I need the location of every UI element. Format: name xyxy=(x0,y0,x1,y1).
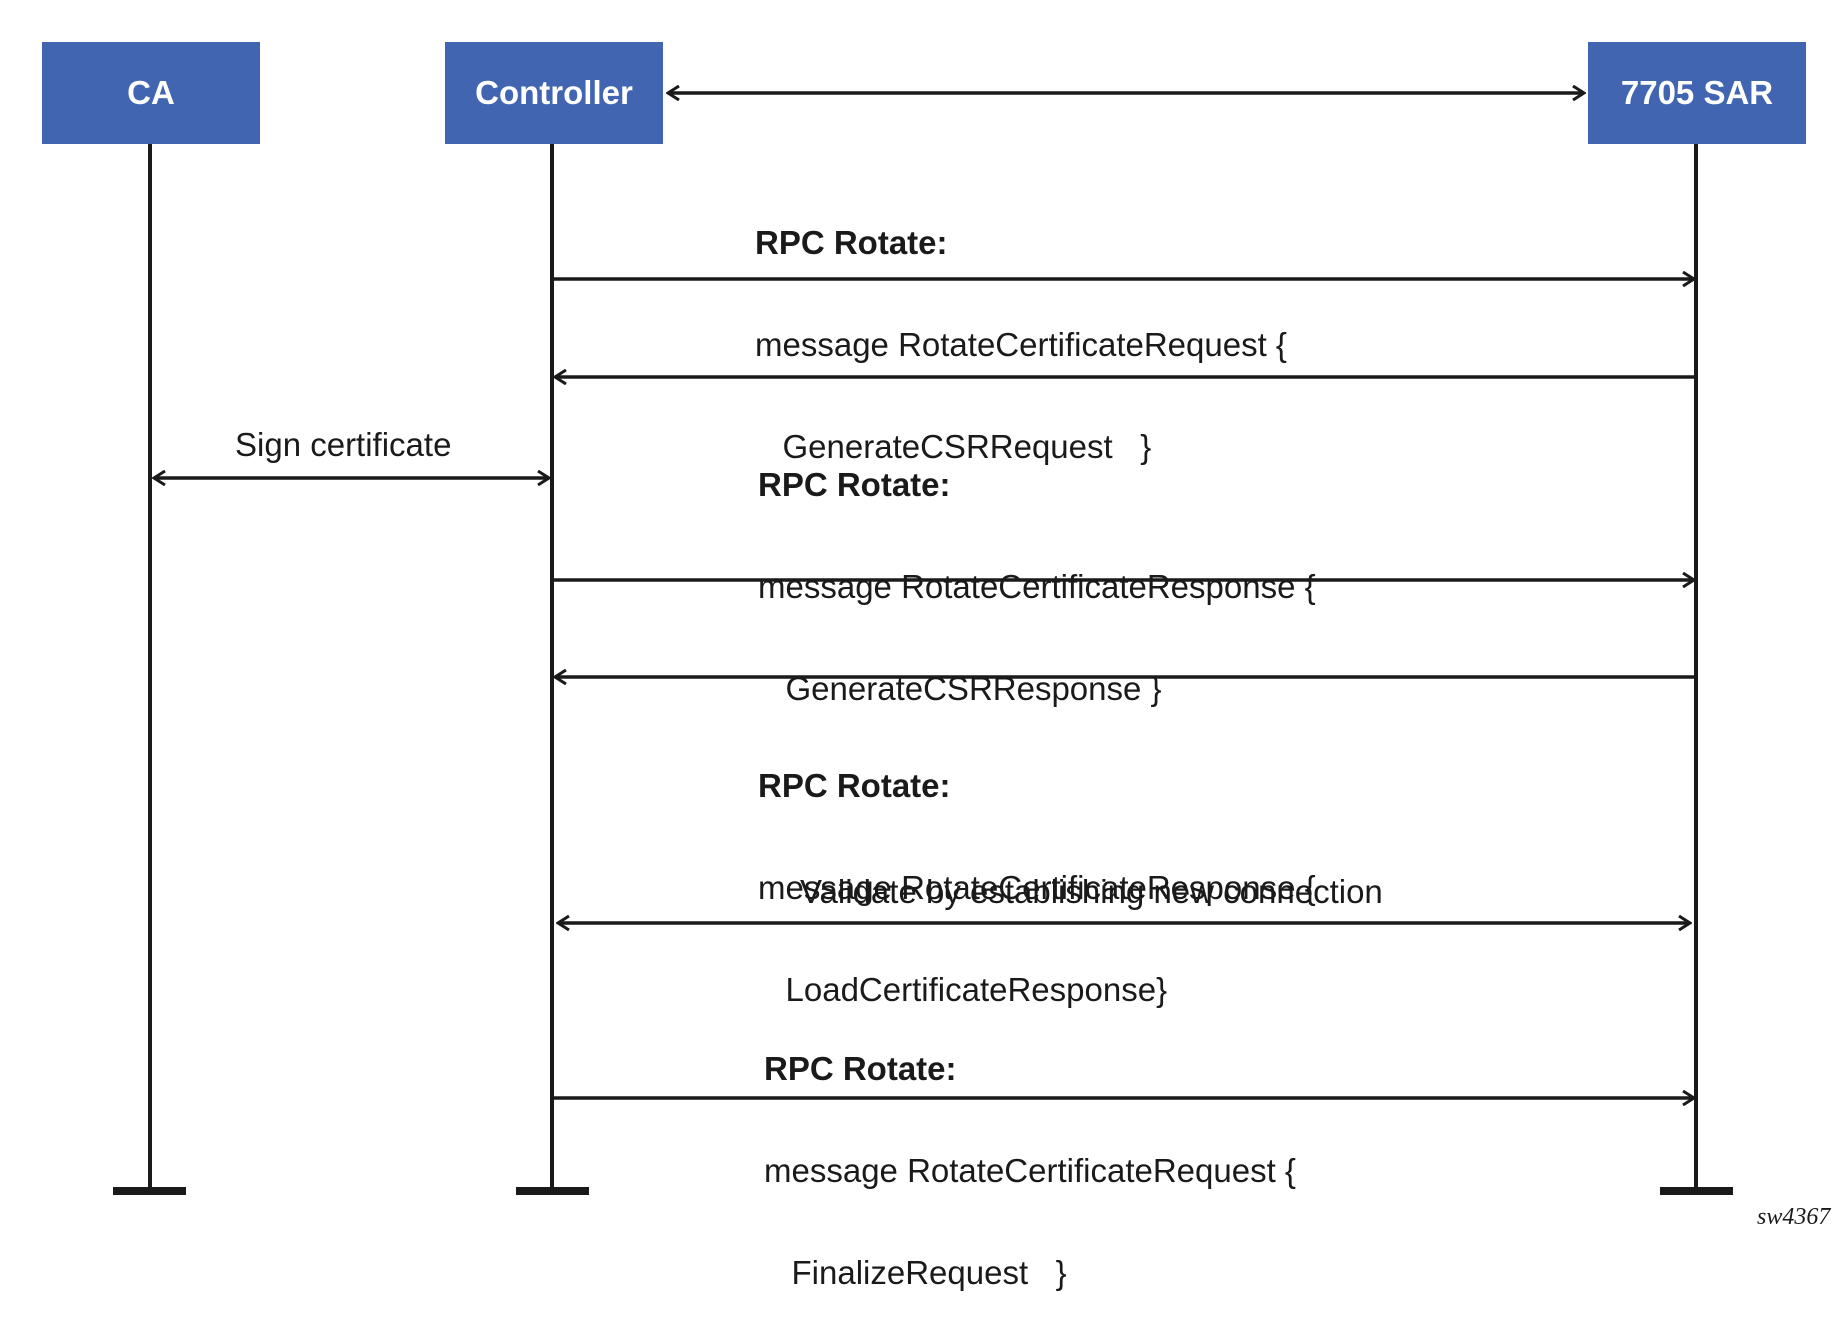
sequence-diagram xyxy=(42,42,1806,1195)
figure-id: sw4367 xyxy=(1757,1204,1831,1230)
message-generate-csr-response: RPC Rotate: message RotateCertificateRes… xyxy=(758,400,1316,740)
message-title: RPC Rotate: xyxy=(755,224,948,261)
participant-label-sar: 7705 SAR xyxy=(1620,74,1774,111)
message-line: message RotateCertificateRequest { xyxy=(764,1152,1296,1189)
message-line: message RotateCertificateRequest { xyxy=(755,326,1287,363)
message-line: LoadCertificateResponse} xyxy=(758,971,1168,1008)
message-title: RPC Rotate: xyxy=(758,767,951,804)
participant-box-ca xyxy=(42,42,260,144)
message-finalize-request: RPC Rotate: message RotateCertificateReq… xyxy=(764,984,1296,1324)
message-load-certificate-response: RPC Rotate: message RotateCertificateRes… xyxy=(758,701,1316,1041)
message-title: RPC Rotate: xyxy=(764,1050,957,1087)
message-generate-csr-request: RPC Rotate: message RotateCertificateReq… xyxy=(755,158,1287,498)
message-line: GenerateCSRResponse } xyxy=(758,670,1162,707)
label-validate-connection: Validate by establishing new connection xyxy=(800,873,1383,910)
label-sign-certificate: Sign certificate xyxy=(235,426,452,463)
message-line: FinalizeRequest } xyxy=(764,1254,1067,1291)
message-line: GenerateCSRRequest } xyxy=(755,428,1152,465)
message-line: message RotateCertificateResponse { xyxy=(758,568,1316,605)
participant-box-controller xyxy=(445,42,663,144)
participant-label-ca: CA xyxy=(127,74,175,111)
message-line: message RotateCertificateResponse { xyxy=(758,869,1316,906)
message-title: RPC Rotate: xyxy=(758,466,951,503)
participant-label-controller: Controller xyxy=(475,74,633,111)
participant-box-sar xyxy=(1588,42,1806,144)
